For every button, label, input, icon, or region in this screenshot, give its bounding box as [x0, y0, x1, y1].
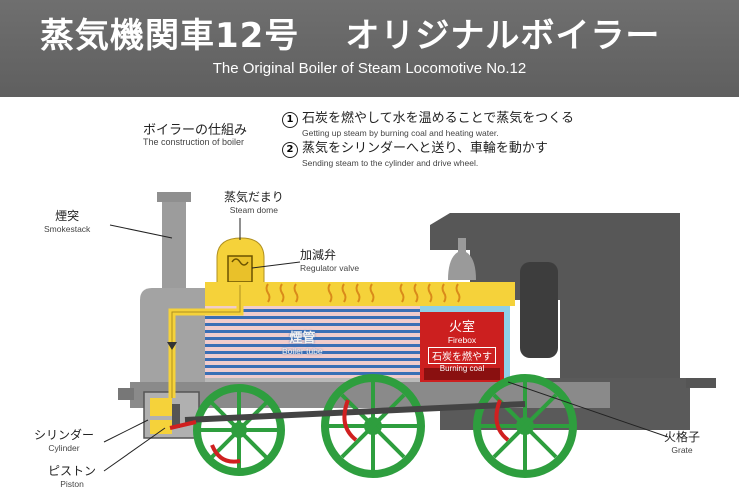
smokestack-label: 煙突 Smokestack	[44, 207, 90, 234]
firebox-label: 火室 Firebox 石炭を燃やす Burning coal	[428, 316, 496, 373]
boiler-tube-label-jp: 煙管	[289, 331, 316, 346]
smokestack	[157, 192, 191, 298]
grate-label: 火格子 Grate	[664, 428, 700, 455]
boiler-tube-label-en: Boiler tube	[282, 346, 323, 356]
steam-waves	[265, 283, 461, 303]
firebox-label-en: Firebox	[447, 335, 477, 345]
buffer	[118, 388, 134, 400]
motion-arrows	[169, 399, 510, 464]
step-text-jp: 石炭を燃やして水を温めることで蒸気をつくる	[302, 111, 574, 126]
grate-label-en: Grate	[671, 445, 693, 455]
regulator-label: 加減弁 Regulator valve	[300, 246, 359, 273]
steam-pipe-outline	[171, 285, 241, 398]
burning-coal-label-en: Burning coal	[439, 364, 485, 373]
steam-flow-arrow	[167, 342, 177, 350]
step-text-en: Getting up steam by burning coal and hea…	[302, 128, 499, 138]
steam-dome-label-jp: 蒸気だまり	[224, 190, 284, 204]
cylinder-label-jp: シリンダー	[34, 428, 95, 442]
step-text-en: Sending steam to the cylinder and drive …	[302, 158, 479, 168]
burning-coal-label-jp: 石炭を燃やす	[428, 347, 496, 364]
step-number: 1	[282, 112, 298, 128]
steam-space	[205, 282, 515, 306]
piston-label-en: Piston	[60, 479, 84, 489]
wheel-middle	[321, 374, 425, 478]
piston-label: ピストン Piston	[48, 462, 96, 489]
steam-dome-label-en: Steam dome	[229, 205, 278, 215]
regulator-valve	[227, 255, 253, 283]
connecting-rod	[184, 401, 526, 423]
cylinder-label-en: Cylinder	[48, 443, 80, 453]
subtitle-jp: オリジナルボイラー	[345, 16, 661, 56]
title-en: The Original Boiler of Steam Locomotive …	[212, 60, 527, 77]
step-2: 2 蒸気をシリンダーへと送り、車輪を動かす Sending steam to th…	[282, 137, 548, 168]
boiler-tube-label: 煙管 Boiler tube	[282, 327, 323, 356]
regulator-label-jp: 加減弁	[300, 248, 337, 262]
construction-label-en: The construction of boiler	[143, 137, 245, 147]
wheel-rear	[473, 374, 577, 478]
smokestack-label-jp: 煙突	[55, 209, 80, 223]
step-1: 1 石炭を燃やして水を温めることで蒸気をつくる Getting up steam …	[282, 107, 574, 138]
firebox-label-jp: 火室	[448, 320, 475, 335]
piston-label-jp: ピストン	[48, 464, 97, 478]
wheel-front	[193, 384, 285, 476]
cylinder-label: シリンダー Cylinder	[34, 426, 94, 453]
step-number: 2	[282, 142, 298, 158]
boiler-tubes	[205, 306, 420, 378]
leader-lines	[103, 218, 669, 472]
cylinder	[143, 391, 200, 439]
grate-label-jp: 火格子	[664, 430, 701, 444]
firebox	[420, 312, 504, 384]
smokestack-label-en: Smokestack	[44, 224, 91, 234]
steam-dome-label: 蒸気だまり Steam dome	[224, 188, 284, 215]
step-text-jp: 蒸気をシリンダーへと送り、車輪を動かす	[302, 141, 548, 156]
construction-label-jp: ボイラーの仕組み	[143, 123, 248, 138]
sand-dome	[448, 238, 476, 280]
page-title: 蒸気機関車12号 オリジナルボイラー	[40, 8, 660, 57]
regulator-label-en: Regulator valve	[300, 263, 360, 273]
title-jp: 蒸気機関車12号	[40, 16, 300, 56]
header-banner: 蒸気機関車12号 オリジナルボイラー The Original Boiler of…	[0, 0, 739, 97]
